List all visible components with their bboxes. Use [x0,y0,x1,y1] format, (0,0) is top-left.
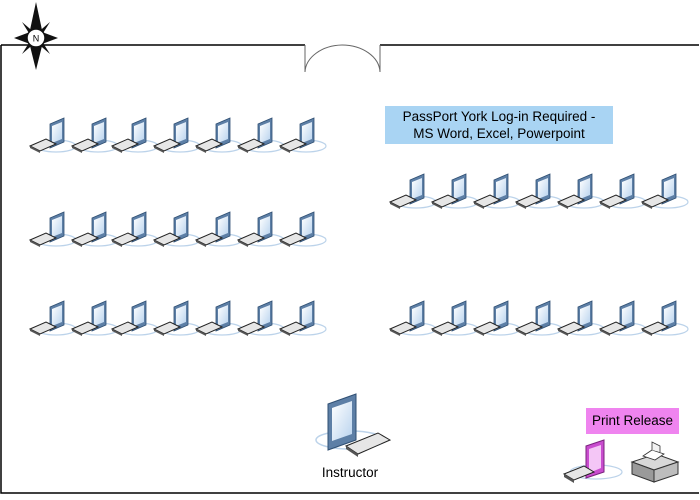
workstation [279,117,327,154]
workstation [557,300,605,337]
workstation [557,173,605,210]
workstation [195,300,243,337]
print-release-workstation [562,439,623,483]
workstation [473,173,521,210]
workstation [389,173,437,210]
workstation [153,300,201,337]
workstation [29,211,77,248]
workstation [153,117,201,154]
workstation [389,300,437,337]
workstation [515,300,563,337]
workstation [71,300,119,337]
compass-letter: N [33,34,40,44]
workstation [195,117,243,154]
workstation [237,117,285,154]
workstation [641,300,689,337]
workstation [71,211,119,248]
workstation [111,211,159,248]
printer-icon [630,441,680,483]
workstation [111,117,159,154]
workstation [599,173,647,210]
instructor-label: Instructor [321,465,379,480]
workstation [641,173,689,210]
room-wall [0,44,699,494]
workstation [111,300,159,337]
workstation [431,300,479,337]
workstation [153,211,201,248]
workstation [29,300,77,337]
login-notice-line1: PassPort York Log-in Required - [402,109,596,124]
instructor-workstation [315,393,392,457]
workstation-rows [29,117,689,337]
workstation [599,300,647,337]
workstation [279,211,327,248]
workstation [237,211,285,248]
workstation [431,173,479,210]
door [304,44,381,73]
compass-icon: N [14,2,58,70]
workstation [195,211,243,248]
workstation [515,173,563,210]
workstation [279,300,327,337]
workstation [71,117,119,154]
workstation [237,300,285,337]
workstation [29,117,77,154]
print-release-label: Print Release [586,408,679,434]
login-notice-line2: MS Word, Excel, Powerpoint [413,126,585,141]
workstation [473,300,521,337]
login-notice: PassPort York Log-in Required - MS Word,… [385,106,613,144]
